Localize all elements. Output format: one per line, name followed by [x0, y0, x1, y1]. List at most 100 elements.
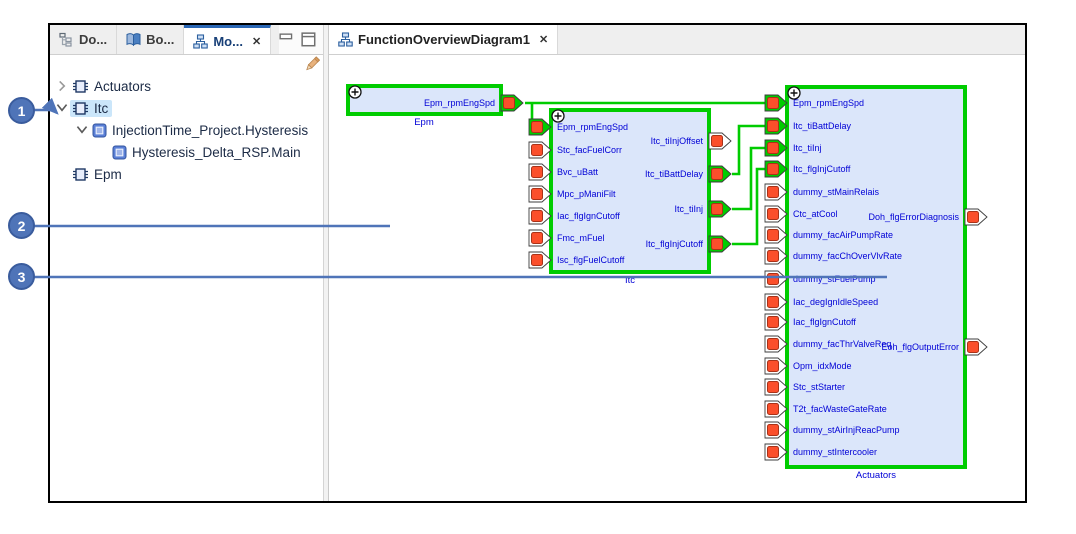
port-label: dummy_facAirPumpRate	[793, 230, 893, 240]
input-port-dummy_facAirPumpRate[interactable]	[764, 226, 788, 244]
port-label: Iac_flgIgnCutoff	[793, 317, 856, 327]
tree-item-hysteresis-delta-rsp-main[interactable]: Hysteresis_Delta_RSP.Main	[50, 141, 323, 163]
input-port-Itc_tiInj[interactable]	[764, 139, 788, 157]
output-port-Itc_tiBattDelay[interactable]	[708, 165, 732, 183]
input-port-Fmc_mFuel[interactable]	[528, 229, 552, 247]
wire-itc-flginjcutoff[interactable]	[732, 167, 765, 246]
input-port-Isc_flgFuelCutoff[interactable]	[528, 251, 552, 269]
chevron-collapsed-icon[interactable]	[54, 79, 70, 93]
tree-item-body[interactable]: Itc	[70, 99, 113, 117]
tree-item-epm[interactable]: Epm	[50, 163, 323, 185]
tree-item-label: Epm	[94, 166, 122, 182]
input-port-Iac_flgIgnCutoff[interactable]	[764, 313, 788, 331]
port-label: T2t_facWasteGateRate	[793, 404, 887, 414]
tab-browser[interactable]: Bo...	[117, 25, 185, 54]
tab-label: Do...	[79, 32, 108, 47]
module-icon	[72, 101, 89, 116]
tree-item-label: Itc	[94, 100, 109, 116]
tree-item-body[interactable]: InjectionTime_Project.Hysteresis	[90, 122, 312, 139]
port-label: Itc_tiInjOffset	[651, 136, 704, 146]
wire-itc-tiinj[interactable]	[732, 146, 765, 211]
input-port-Mpc_pManiFilt[interactable]	[528, 185, 552, 203]
port-label: Stc_facFuelCorr	[557, 145, 622, 155]
module-icon	[72, 79, 89, 94]
tree-item-actuators[interactable]: Actuators	[50, 75, 323, 97]
input-port-Bvc_uBatt[interactable]	[528, 163, 552, 181]
block-itc[interactable]: Epm_rpmEngSpdStc_facFuelCorrBvc_uBattMpc…	[528, 108, 732, 286]
expand-plus-icon[interactable]	[348, 85, 362, 99]
wire-itc-tibattdelay[interactable]	[732, 124, 765, 176]
input-port-Epm_rpmEngSpd[interactable]	[764, 94, 788, 112]
port-label: Itc_tiInj	[674, 204, 703, 214]
output-port-Epm_rpmEngSpd[interactable]	[500, 94, 524, 112]
input-port-T2t_facWasteGateRate[interactable]	[764, 400, 788, 418]
block-actuators[interactable]: Epm_rpmEngSpdItc_tiBattDelayItc_tiInjItc…	[764, 85, 988, 481]
chevron-spacer	[54, 167, 70, 181]
tree-item-body[interactable]: Actuators	[70, 78, 155, 95]
port-label: Itc_tiInj	[793, 143, 822, 153]
input-port-dummy_stFuelPump[interactable]	[764, 270, 788, 288]
editor-panel: FunctionOverviewDiagram1 ✕ Epm_rpmEngSpd…	[329, 25, 1025, 501]
tab-modules[interactable]: Mo... ✕	[184, 25, 272, 54]
block-caption: Epm	[414, 117, 434, 128]
panel-buttons	[279, 25, 324, 54]
tree-item-label: Actuators	[94, 78, 152, 94]
tree-icon	[59, 32, 74, 47]
tab-label: FunctionOverviewDiagram1	[358, 32, 530, 47]
tree-item-injectiontime-project-hysteresis[interactable]: InjectionTime_Project.Hysteresis	[50, 119, 323, 141]
port-label: Isc_flgFuelCutoff	[557, 255, 625, 265]
editor-tabstrip: FunctionOverviewDiagram1 ✕	[329, 25, 1025, 55]
maximize-button[interactable]	[301, 31, 317, 47]
chevron-expanded-icon[interactable]	[54, 101, 70, 115]
chevron-expanded-icon[interactable]	[74, 123, 90, 137]
port-label: dummy_stAirInjReacPump	[793, 425, 900, 435]
minimize-button[interactable]	[279, 33, 295, 47]
port-label: Stc_stStarter	[793, 382, 845, 392]
tab-function-overview-diagram[interactable]: FunctionOverviewDiagram1 ✕	[329, 25, 559, 54]
tree-item-label: InjectionTime_Project.Hysteresis	[112, 122, 309, 138]
chevron-spacer	[94, 145, 110, 159]
input-port-dummy_stMainRelais[interactable]	[764, 183, 788, 201]
tab-label: Mo...	[213, 33, 243, 49]
close-icon[interactable]: ✕	[538, 34, 549, 46]
panel-sash[interactable]	[323, 25, 329, 501]
input-port-Iac_degIgnIdleSpeed[interactable]	[764, 293, 788, 311]
callout-1: 1	[8, 97, 35, 124]
port-label: dummy_stMainRelais	[793, 187, 880, 197]
output-port-Itc_tiInj[interactable]	[708, 200, 732, 218]
input-port-Ctc_atCool[interactable]	[764, 205, 788, 223]
tree-item-body[interactable]: Epm	[70, 166, 126, 183]
close-icon[interactable]: ✕	[251, 35, 262, 48]
block-caption: Actuators	[856, 470, 896, 481]
tree-item-body[interactable]: Hysteresis_Delta_RSP.Main	[110, 144, 305, 161]
input-port-Stc_stStarter[interactable]	[764, 378, 788, 396]
sidebar-panel: Do... Bo... Mo... ✕	[50, 25, 324, 501]
tab-domains[interactable]: Do...	[50, 25, 118, 54]
output-port-Itc_flgInjCutoff[interactable]	[708, 235, 732, 253]
tree-item-itc[interactable]: Itc	[50, 97, 323, 119]
input-port-dummy_stIntercooler[interactable]	[764, 443, 788, 461]
input-port-Itc_flgInjCutoff[interactable]	[764, 160, 788, 178]
expand-plus-icon[interactable]	[551, 109, 565, 123]
port-label: Opm_idxMode	[793, 361, 852, 371]
input-port-Itc_tiBattDelay[interactable]	[764, 117, 788, 135]
input-port-dummy_facChOverVlvRate[interactable]	[764, 247, 788, 265]
port-label: Itc_tiBattDelay	[645, 169, 704, 179]
input-port-dummy_stAirInjReacPump[interactable]	[764, 421, 788, 439]
tab-label: Bo...	[146, 32, 175, 47]
port-label: dummy_facThrValveReq	[793, 339, 891, 349]
input-port-Iac_flgIgnCutoff[interactable]	[528, 207, 552, 225]
output-port-Doh_flgErrorDiagnosis[interactable]	[964, 208, 988, 226]
output-port-Itc_tiInjOffset[interactable]	[708, 132, 732, 150]
app-window: Do... Bo... Mo... ✕	[48, 23, 1027, 503]
sidebar-tabstrip: Do... Bo... Mo... ✕	[50, 25, 324, 55]
input-port-Stc_facFuelCorr[interactable]	[528, 141, 552, 159]
expand-plus-icon[interactable]	[787, 86, 801, 100]
input-port-Epm_rpmEngSpd[interactable]	[528, 118, 552, 136]
input-port-dummy_facThrValveReq[interactable]	[764, 335, 788, 353]
input-port-Opm_idxMode[interactable]	[764, 357, 788, 375]
output-port-Eoh_flgOutputError[interactable]	[964, 338, 988, 356]
block-caption: Itc	[625, 275, 635, 286]
